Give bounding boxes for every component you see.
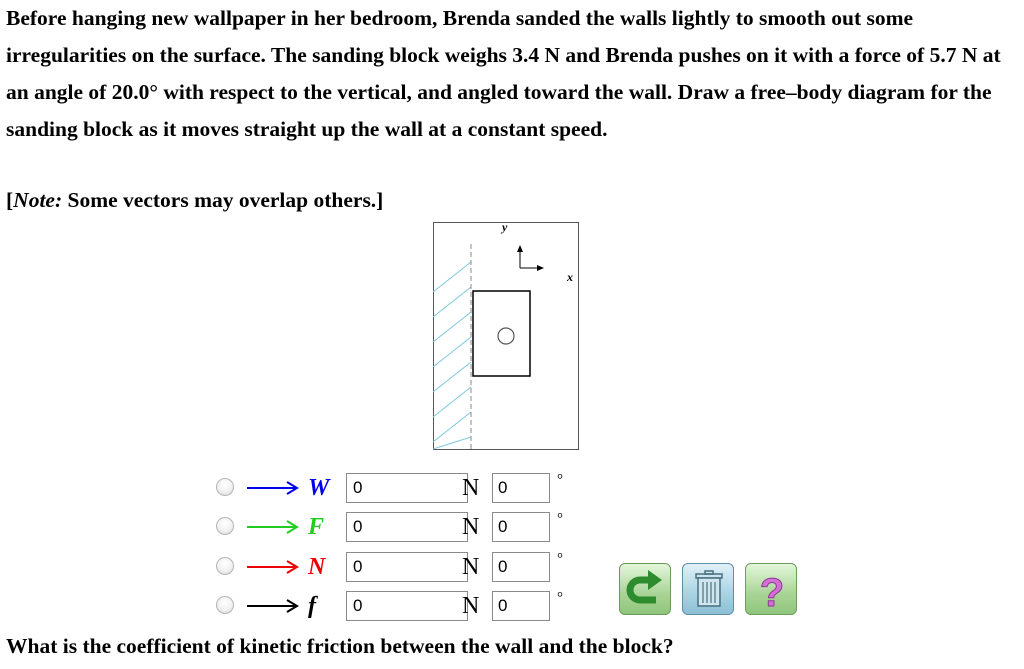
vector-select-radio-force[interactable]	[216, 517, 234, 535]
normal-arrow-icon	[247, 560, 299, 574]
axes-indicator: y x	[500, 222, 573, 284]
note-open-bracket: [	[6, 188, 14, 212]
redo-arrow-icon	[626, 570, 662, 604]
free-body-diagram-canvas[interactable]: y x	[433, 222, 579, 450]
normal-angle-field[interactable]: 0	[492, 552, 550, 582]
vector-row-applied-force: F 0 N 0 °	[216, 512, 576, 542]
friction-degree-symbol: °	[557, 590, 563, 606]
force-degree-symbol: °	[557, 511, 563, 527]
normal-magnitude-field[interactable]: 0	[346, 552, 468, 582]
vector-select-radio-friction[interactable]	[216, 596, 234, 614]
help-button[interactable]: ?	[745, 563, 797, 616]
question-mark-icon: ?	[759, 571, 784, 616]
vector-row-weight: W 0 N 0 °	[216, 473, 576, 503]
force-angle-field[interactable]: 0	[492, 512, 550, 542]
problem-note: [Note: Some vectors may overlap others.]	[6, 182, 383, 219]
vector-select-radio-weight[interactable]	[216, 478, 234, 496]
weight-magnitude-field[interactable]: 0	[346, 473, 468, 503]
friction-magnitude-field[interactable]: 0	[346, 591, 468, 621]
vector-row-normal: N 0 N 0 °	[216, 552, 576, 582]
normal-unit: N	[462, 554, 480, 580]
help-button-label: ?	[760, 571, 784, 615]
normal-degree-symbol: °	[557, 551, 563, 567]
block-center-point[interactable]	[497, 327, 515, 345]
friction-unit: N	[462, 593, 480, 619]
note-text: Some vectors may overlap others.]	[62, 188, 384, 212]
weight-arrow-icon	[247, 481, 299, 495]
axis-x-label: x	[566, 270, 573, 284]
vector-label-weight: W	[308, 475, 330, 501]
trash-icon	[695, 570, 723, 607]
note-label: Note:	[13, 188, 63, 212]
force-arrow-icon	[247, 520, 299, 534]
trash-button[interactable]	[682, 563, 734, 615]
wall-hatching	[433, 261, 472, 450]
friction-angle-field[interactable]: 0	[492, 591, 550, 621]
force-unit: N	[462, 514, 480, 540]
redo-button[interactable]	[619, 563, 671, 615]
friction-arrow-icon	[247, 599, 299, 613]
vector-label-friction: f	[308, 593, 316, 619]
weight-angle-field[interactable]: 0	[492, 473, 550, 503]
vector-label-normal: N	[308, 554, 326, 580]
question-text: What is the coefficient of kinetic frict…	[6, 634, 674, 658]
weight-degree-symbol: °	[557, 472, 563, 488]
vector-select-radio-normal[interactable]	[216, 557, 234, 575]
vector-row-friction: f 0 N 0 °	[216, 591, 576, 621]
problem-statement: Before hanging new wallpaper in her bedr…	[6, 6, 1001, 141]
axis-y-label: y	[500, 222, 508, 234]
weight-unit: N	[462, 475, 480, 501]
vector-label-force: F	[308, 514, 325, 540]
force-magnitude-field[interactable]: 0	[346, 512, 468, 542]
